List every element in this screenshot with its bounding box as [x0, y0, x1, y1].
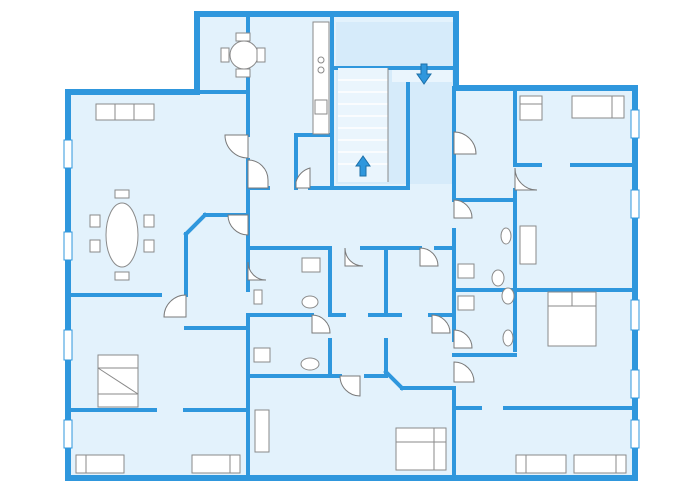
living-furniture	[89, 103, 155, 281]
arrow-down-icon	[416, 63, 432, 85]
bedroom-left-furniture	[97, 354, 139, 408]
floor-area	[68, 14, 635, 478]
bathroom-fixtures-middle	[253, 257, 321, 371]
bedroom-bottom-middle-furniture	[254, 409, 447, 471]
windows	[63, 109, 640, 449]
staircase	[338, 68, 452, 182]
right-apartment-furniture	[457, 95, 627, 474]
arrow-up-icon	[355, 155, 371, 177]
kitchen-furniture	[220, 21, 330, 135]
doors	[163, 131, 538, 397]
bedroom-bottom-left-furniture	[75, 454, 241, 474]
